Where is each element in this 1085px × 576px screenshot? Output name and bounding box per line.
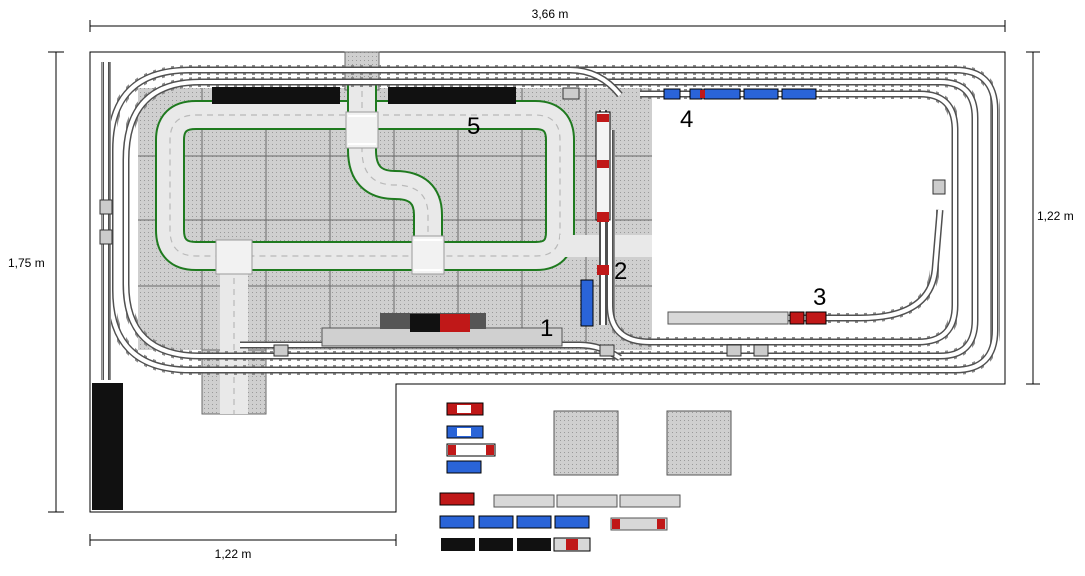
marker-2: 2 <box>614 258 627 285</box>
building-left <box>212 87 340 104</box>
dimension-right: 1,22 m <box>1026 51 1074 385</box>
signal-box-2 <box>99 229 113 245</box>
roads <box>155 80 652 414</box>
black-storage-box <box>92 383 123 510</box>
signal-box-7 <box>753 344 769 357</box>
station-engine-black <box>410 314 440 332</box>
signal-box-8 <box>273 344 289 357</box>
track-station-sidings <box>240 66 623 361</box>
dimension-right-label: 1,22 m <box>1037 209 1074 223</box>
marker-3: 3 <box>813 284 826 311</box>
dimension-top-label: 3,66 m <box>532 7 569 21</box>
spare-wagons <box>439 402 681 552</box>
track-third-loop <box>605 89 960 347</box>
dimension-bottom-label: 1,22 m <box>215 547 252 561</box>
signal-box-6 <box>726 344 742 357</box>
train-4 <box>663 88 817 100</box>
signal-box-4 <box>562 87 580 100</box>
station-engine-red <box>440 314 470 332</box>
signal-box-5 <box>599 344 615 357</box>
signal-box-1 <box>99 199 113 215</box>
signal-box-3 <box>932 179 946 195</box>
spare-baseplates <box>553 410 732 476</box>
marker-1: 1 <box>540 315 553 342</box>
marker-4: 4 <box>680 106 693 133</box>
track-siding-right <box>668 209 945 323</box>
train-3 <box>667 311 827 325</box>
train-2-vertical <box>580 111 611 327</box>
dimension-top: 3,66 m <box>89 7 1006 32</box>
building-right <box>388 87 516 104</box>
track-inner-loop <box>121 77 980 361</box>
dimension-left-label: 1,75 m <box>8 256 45 270</box>
structures <box>92 87 946 510</box>
markers: 1 2 3 4 5 <box>467 106 826 342</box>
track-main-loop <box>105 65 1000 375</box>
dimension-left: 1,75 m <box>8 51 64 513</box>
dimension-bottom: 1,22 m <box>89 534 397 561</box>
marker-5: 5 <box>467 113 480 140</box>
